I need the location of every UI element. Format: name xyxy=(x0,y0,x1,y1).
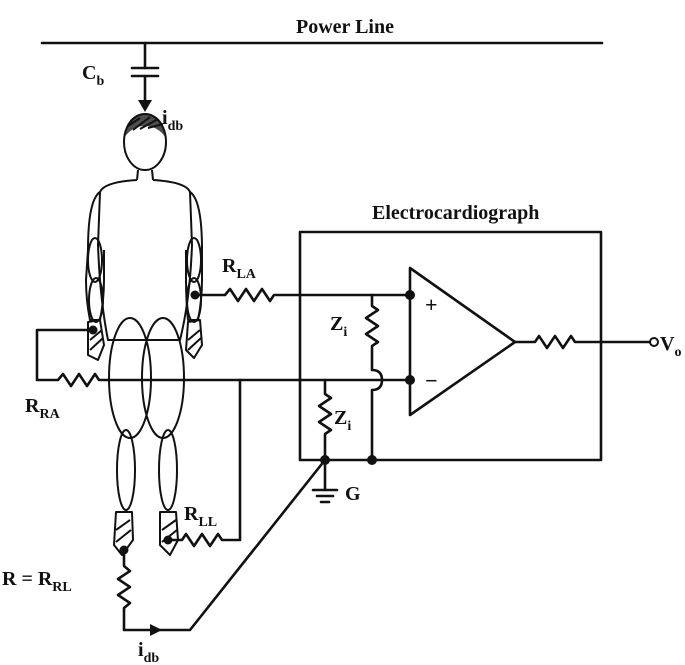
current-top-label: idb xyxy=(162,107,183,134)
resistor-r-ll xyxy=(166,378,242,548)
r-rl-label: R = RRL xyxy=(2,568,72,595)
output-terminal xyxy=(649,337,659,347)
rail-node xyxy=(367,455,377,465)
output-resistor xyxy=(513,334,652,350)
impedance-zi-upper xyxy=(364,293,384,462)
output-label: Vo xyxy=(660,333,681,360)
minus-input-label: − xyxy=(425,368,438,393)
ecg-box xyxy=(298,230,603,462)
impedance-zi-lower xyxy=(317,378,333,462)
op-amp xyxy=(408,266,517,417)
plus-node xyxy=(405,290,415,300)
plus-input-label: + xyxy=(425,292,438,317)
zi-lower-label: Zi xyxy=(334,407,351,434)
r-ll-label: RLL xyxy=(184,503,217,530)
power-line-title: Power Line xyxy=(296,16,394,38)
capacitor-cb xyxy=(130,41,160,112)
resistor-r-la xyxy=(193,287,412,303)
resistor-r-rl xyxy=(116,458,327,632)
minus-node xyxy=(405,375,415,385)
current-bottom-arrow xyxy=(150,624,162,636)
current-bottom-label: idb xyxy=(138,639,159,665)
r-ra-label: RRA xyxy=(25,395,61,422)
capacitor-label: Cb xyxy=(82,62,104,89)
human-body xyxy=(85,113,203,556)
ground-icon xyxy=(311,488,339,504)
r-la-label: RLA xyxy=(222,255,257,282)
ground-label: G xyxy=(345,483,361,505)
zi-upper-label: Zi xyxy=(330,313,347,340)
ecg-label: Electrocardiograph xyxy=(372,202,539,224)
resistor-r-ra xyxy=(35,328,412,388)
